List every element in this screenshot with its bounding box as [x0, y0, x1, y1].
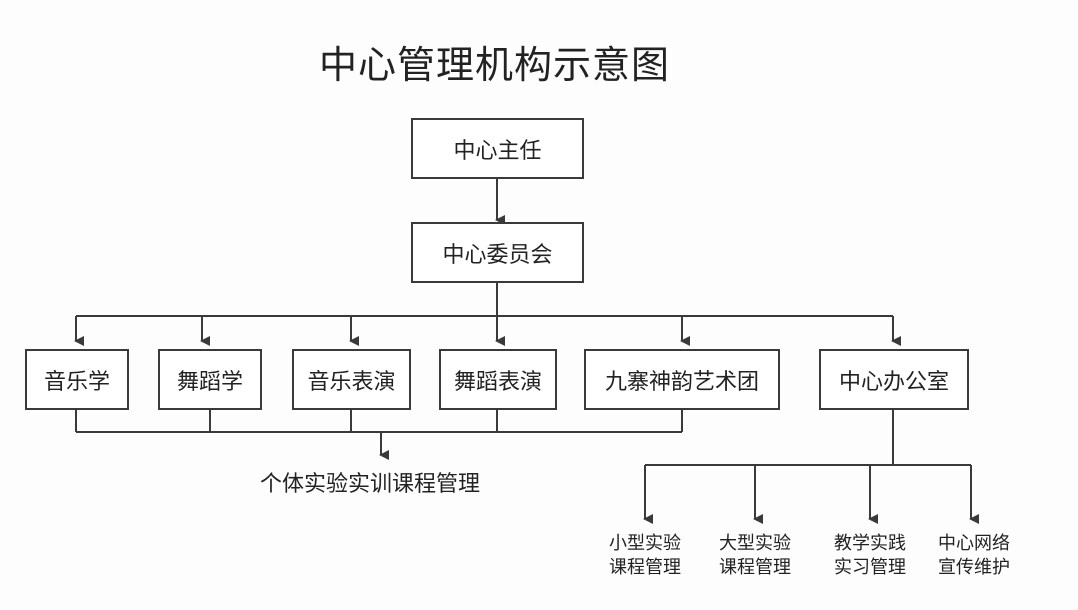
- office-duty-3-line1: 教学实践: [834, 533, 906, 554]
- node-committee: 中心委员会: [411, 222, 584, 283]
- node-music-label: 音乐学: [43, 369, 110, 395]
- node-committee-label: 中心委员会: [442, 242, 553, 268]
- node-dance-label: 舞蹈学: [176, 369, 243, 395]
- node-music-performance: 音乐表演: [292, 349, 411, 410]
- office-duty-4-line1: 中心网络: [938, 533, 1010, 554]
- node-music-performance-label: 音乐表演: [307, 369, 396, 395]
- node-office-label: 中心办公室: [838, 369, 949, 395]
- node-troupe: 九寨神韵艺术团: [584, 349, 780, 410]
- node-director-label: 中心主任: [453, 138, 542, 164]
- office-duty-2: 大型实验 课程管理: [711, 532, 799, 580]
- course-management-label: 个体实验实训课程管理: [260, 472, 481, 497]
- node-music: 音乐学: [25, 349, 129, 410]
- node-dance: 舞蹈学: [158, 349, 262, 410]
- node-office: 中心办公室: [819, 349, 969, 410]
- office-duty-3: 教学实践 实习管理: [826, 532, 914, 580]
- office-duty-2-line2: 课程管理: [719, 557, 791, 578]
- office-duty-4: 中心网络 宣传维护: [930, 532, 1018, 580]
- office-duty-1: 小型实验 课程管理: [601, 532, 689, 580]
- node-director: 中心主任: [411, 118, 584, 179]
- office-duty-2-line1: 大型实验: [719, 533, 791, 554]
- chart-title: 中心管理机构示意图: [319, 43, 671, 87]
- node-dance-performance: 舞蹈表演: [439, 349, 557, 410]
- node-troupe-label: 九寨神韵艺术团: [604, 369, 759, 395]
- office-duty-1-line1: 小型实验: [609, 533, 681, 554]
- node-dance-performance-label: 舞蹈表演: [453, 369, 542, 395]
- office-duty-3-line2: 实习管理: [834, 557, 906, 578]
- office-duty-4-line2: 宣传维护: [938, 557, 1010, 578]
- office-duty-1-line2: 课程管理: [609, 557, 681, 578]
